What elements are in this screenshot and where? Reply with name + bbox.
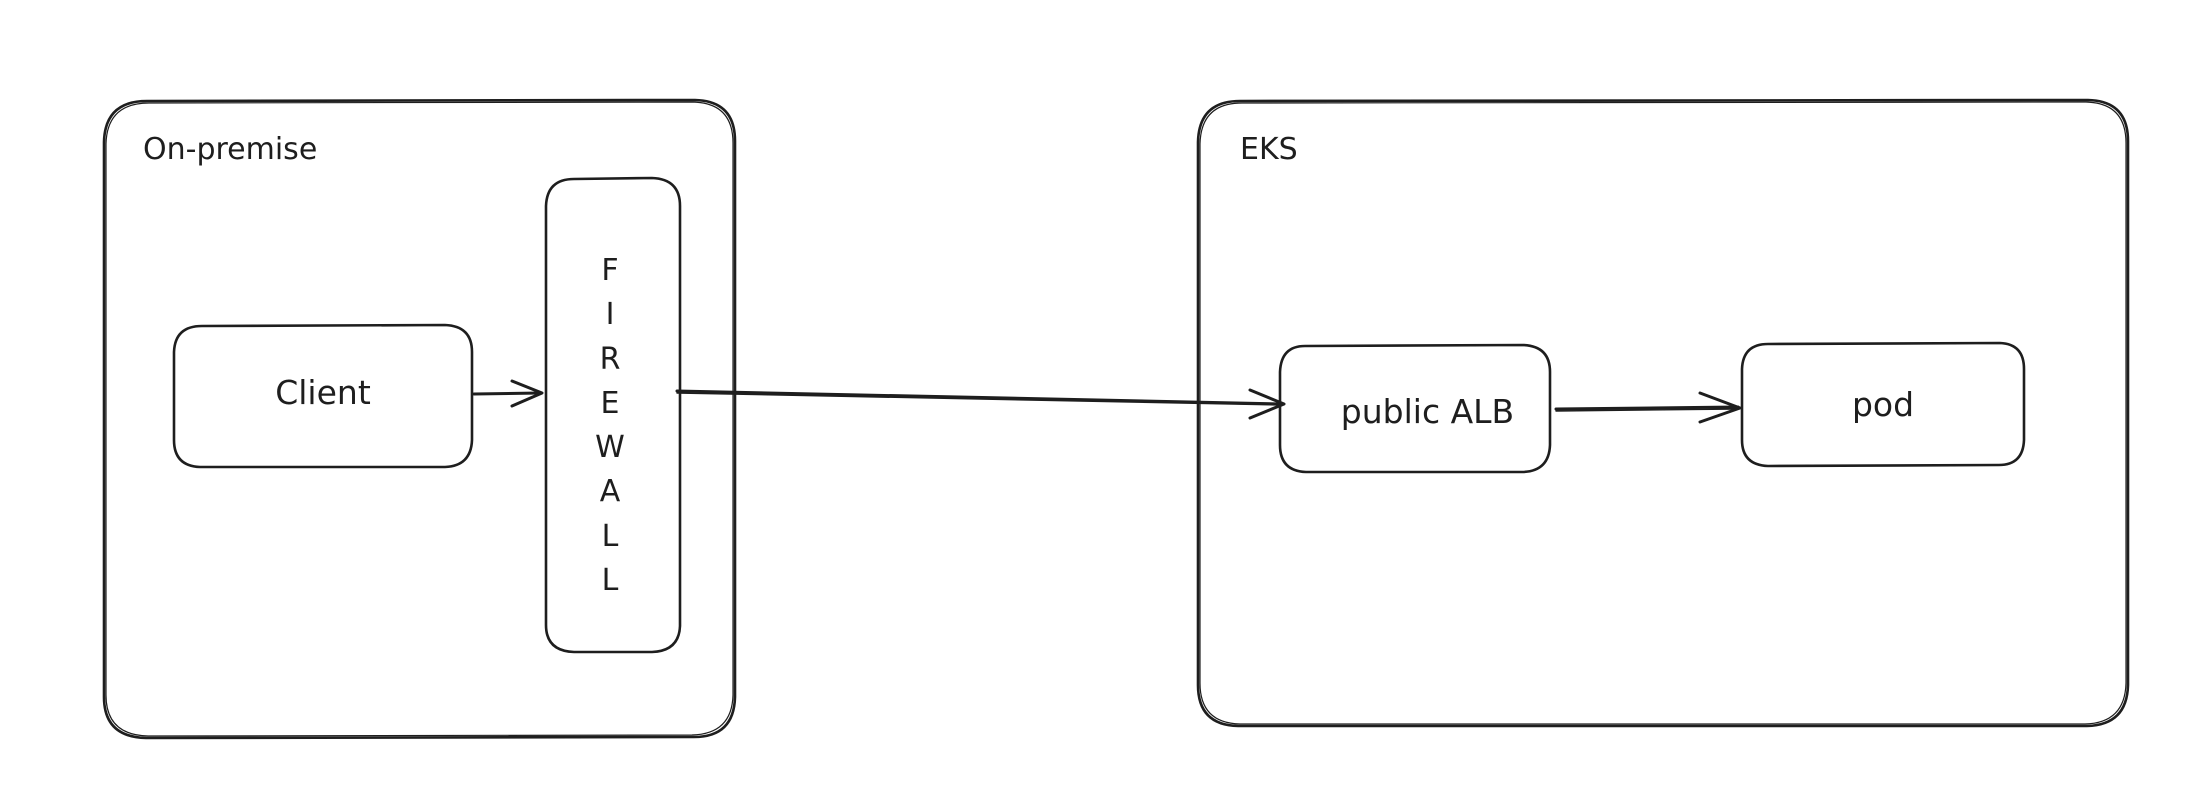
firewall-label: F I R E W A L L bbox=[555, 256, 665, 596]
on-premise-label: On-premise bbox=[143, 132, 318, 167]
pod-node[interactable] bbox=[1740, 341, 2026, 468]
firewall-letter: I bbox=[605, 297, 615, 333]
arrow-firewall-to-alb bbox=[675, 388, 1286, 420]
firewall-letter: E bbox=[600, 385, 620, 421]
firewall-letter: W bbox=[595, 430, 625, 466]
arrow-client-to-firewall bbox=[472, 379, 544, 408]
public-alb-label: public ALB bbox=[1340, 392, 1515, 431]
on-premise-group[interactable] bbox=[102, 98, 737, 740]
public-alb-node[interactable] bbox=[1278, 343, 1552, 474]
client-node[interactable] bbox=[172, 323, 474, 469]
client-label: Client bbox=[275, 373, 371, 412]
firewall-letter: A bbox=[599, 474, 621, 510]
firewall-letter: L bbox=[601, 518, 619, 554]
firewall-letter: F bbox=[601, 253, 619, 288]
arrow-alb-to-pod bbox=[1554, 391, 1742, 424]
pod-label: pod bbox=[1851, 385, 1915, 424]
firewall-letter: L bbox=[601, 562, 619, 598]
firewall-letter: R bbox=[599, 341, 621, 377]
eks-label: EKS bbox=[1240, 132, 1298, 167]
firewall-node[interactable] bbox=[544, 176, 682, 654]
eks-group[interactable] bbox=[1196, 98, 2130, 728]
